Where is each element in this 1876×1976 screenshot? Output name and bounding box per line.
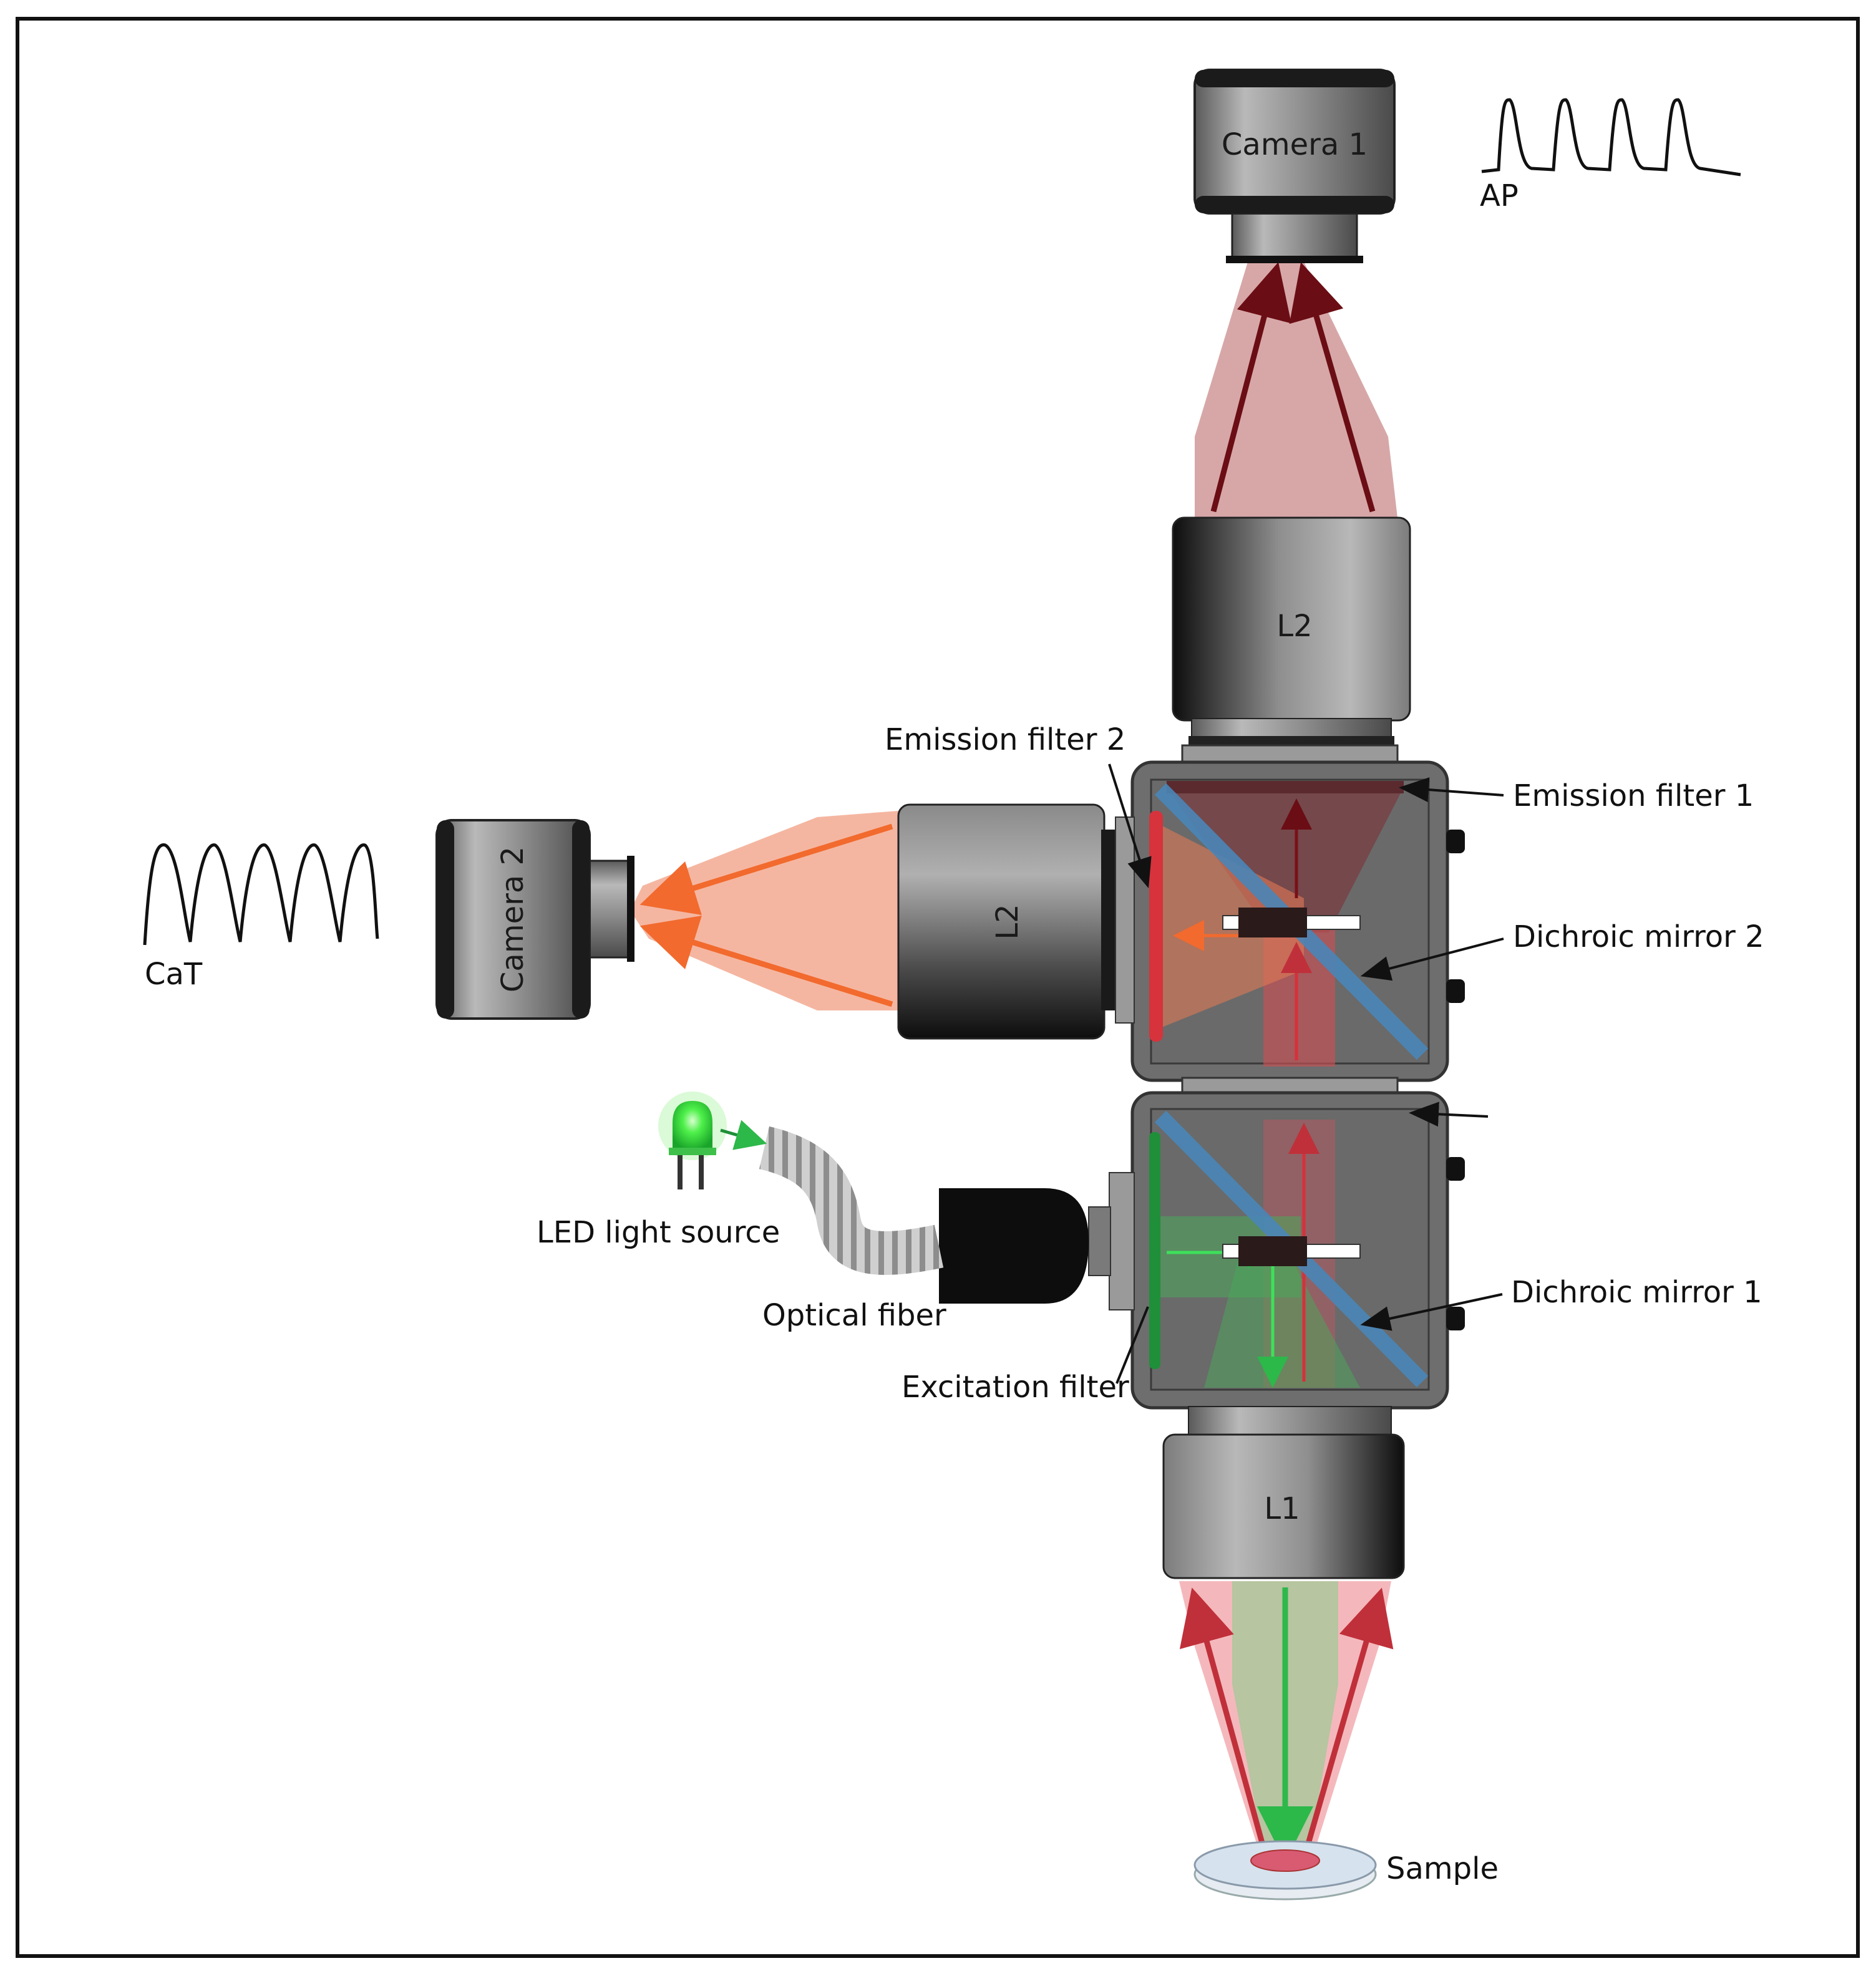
- filter-cube-lower: [1088, 1077, 1465, 1410]
- emission-filter-2-label: Emission filter 2: [885, 722, 1125, 757]
- optical-fiber-label: Optical fiber: [762, 1298, 946, 1333]
- emission-filter-2-leader: [1108, 763, 1152, 889]
- lens-l2-left: L2: [897, 803, 1135, 1040]
- camera-2: Camera 2: [435, 819, 634, 1020]
- dichroic-mirror-1-label: Dichroic mirror 1: [1511, 1275, 1762, 1310]
- figure-border: [16, 17, 1860, 1958]
- cat-label: CaT: [145, 957, 203, 992]
- sample-red-arrow-right: [1301, 1587, 1394, 1860]
- camera2-label: Camera 2: [495, 846, 530, 992]
- ap-label: AP: [1480, 178, 1519, 213]
- led-light-source-label: LED light source: [537, 1215, 780, 1250]
- camera1-label: Camera 1: [1222, 127, 1368, 162]
- camera1-light-cone: [1195, 262, 1397, 518]
- l1-label: L1: [1264, 1491, 1300, 1526]
- ray-arrow-camera1-right: [1289, 262, 1376, 513]
- sample-red-arrow-left: [1179, 1587, 1270, 1860]
- led-light-source: [658, 1092, 727, 1189]
- cat-trace: [143, 843, 379, 946]
- sample-dish: [1193, 1840, 1377, 1901]
- led-to-fiber-arrow: [720, 1120, 767, 1150]
- ray-arrow-camera1-left: [1210, 262, 1291, 513]
- upper-cube-dark-cone: [1167, 787, 1404, 932]
- lower-cube-green-cone: [1204, 1247, 1360, 1388]
- sample-label: Sample: [1386, 1851, 1499, 1886]
- ray-arrow-camera2-lower: [639, 916, 893, 1007]
- lens-l1: L1: [1162, 1406, 1405, 1579]
- lens-l2-upper: L2: [1172, 516, 1411, 747]
- dichroic-mirror-2-label: Dichroic mirror 2: [1513, 919, 1764, 954]
- dichroic-mirror-2-leader: [1360, 937, 1504, 981]
- excitation-filter-leader: [1115, 1306, 1149, 1384]
- optical-fiber: [759, 1126, 944, 1276]
- filter-cube-upper: [1130, 744, 1465, 1082]
- emission-filter-1: [1167, 781, 1404, 793]
- l2-upper-label: L2: [1276, 609, 1312, 644]
- excitation-filter-label: Excitation filter: [902, 1370, 1129, 1405]
- fiber-collimator: [939, 1188, 1089, 1304]
- lower-cube-top-leader: [1409, 1102, 1489, 1127]
- dichroic-mirror-1-leader: [1360, 1293, 1503, 1331]
- ap-trace: [1481, 98, 1741, 177]
- ray-arrow-camera2-upper: [639, 823, 893, 915]
- camera-1: Camera 1: [1193, 69, 1396, 263]
- emission-filter-1-label: Emission filter 1: [1513, 778, 1754, 813]
- emission-filter-2: [1149, 811, 1163, 1042]
- camera2-light-cone: [630, 811, 898, 1010]
- l2-left-label: L2: [990, 904, 1025, 939]
- emission-filter-1-leader: [1399, 777, 1504, 803]
- excitation-filter: [1149, 1132, 1160, 1369]
